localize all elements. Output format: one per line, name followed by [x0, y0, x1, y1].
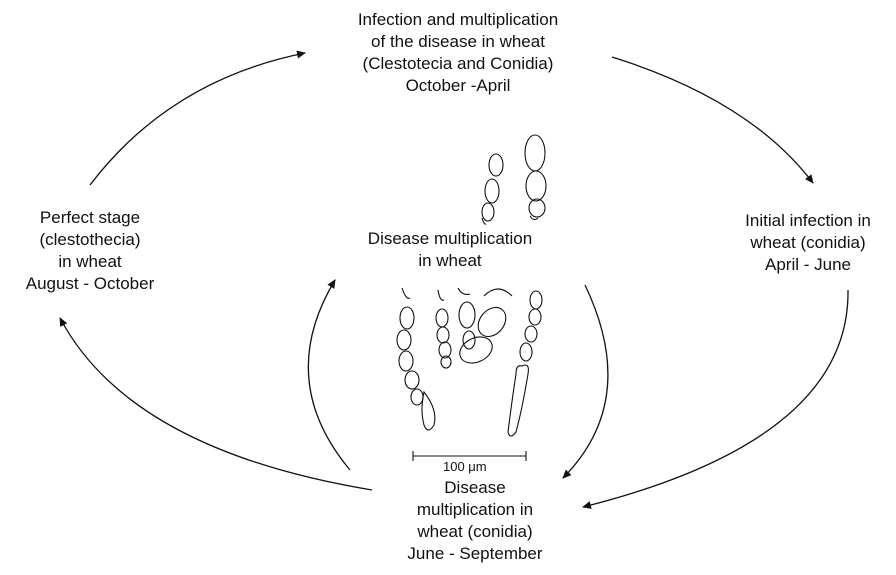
stage-center-line-1: Disease multiplication: [330, 228, 570, 250]
stage-bottom-line-3: wheat (conidia): [360, 521, 590, 543]
arrow-bottom-to-left: [60, 318, 372, 490]
stage-label-left: Perfect stage (clestothecia) in wheat Au…: [0, 207, 180, 295]
arrow-inner-right-down: [563, 285, 608, 478]
arrow-inner-left-up: [308, 280, 350, 470]
stage-left-line-4: August - October: [0, 273, 180, 295]
conidia-chain-illustration-bottom: [397, 288, 542, 436]
stage-label-right: Initial infection in wheat (conidia) Apr…: [720, 210, 896, 276]
stage-top-line-1: Infection and multiplication: [300, 9, 616, 31]
stage-bottom-line-2: multiplication in: [360, 499, 590, 521]
stage-right-line-2: wheat (conidia): [720, 232, 896, 254]
arrow-right-to-bottom: [583, 290, 848, 507]
stage-right-line-3: April - June: [720, 254, 896, 276]
stage-top-line-2: of the disease in wheat: [300, 31, 616, 53]
stage-bottom-line-1: Disease: [360, 477, 590, 499]
stage-left-line-2: (clestothecia): [0, 229, 180, 251]
stage-label-center: Disease multiplication in wheat: [330, 228, 570, 272]
stage-label-bottom: Disease multiplication in wheat (conidia…: [360, 477, 590, 565]
stage-left-line-1: Perfect stage: [0, 207, 180, 229]
scale-bar-label: 100 μm: [443, 459, 487, 474]
arrow-top-to-right: [612, 57, 813, 183]
stage-right-line-1: Initial infection in: [720, 210, 896, 232]
stage-label-top: Infection and multiplication of the dise…: [300, 9, 616, 97]
arrow-left-to-top: [90, 53, 305, 185]
stage-top-line-4: October -April: [300, 75, 616, 97]
stage-bottom-line-4: June - September: [360, 543, 590, 565]
stage-center-line-2: in wheat: [330, 250, 570, 272]
stage-left-line-3: in wheat: [0, 251, 180, 273]
stage-top-line-3: (Clestotecia and Conidia): [300, 53, 616, 75]
conidia-chain-illustration-top: [482, 135, 546, 224]
